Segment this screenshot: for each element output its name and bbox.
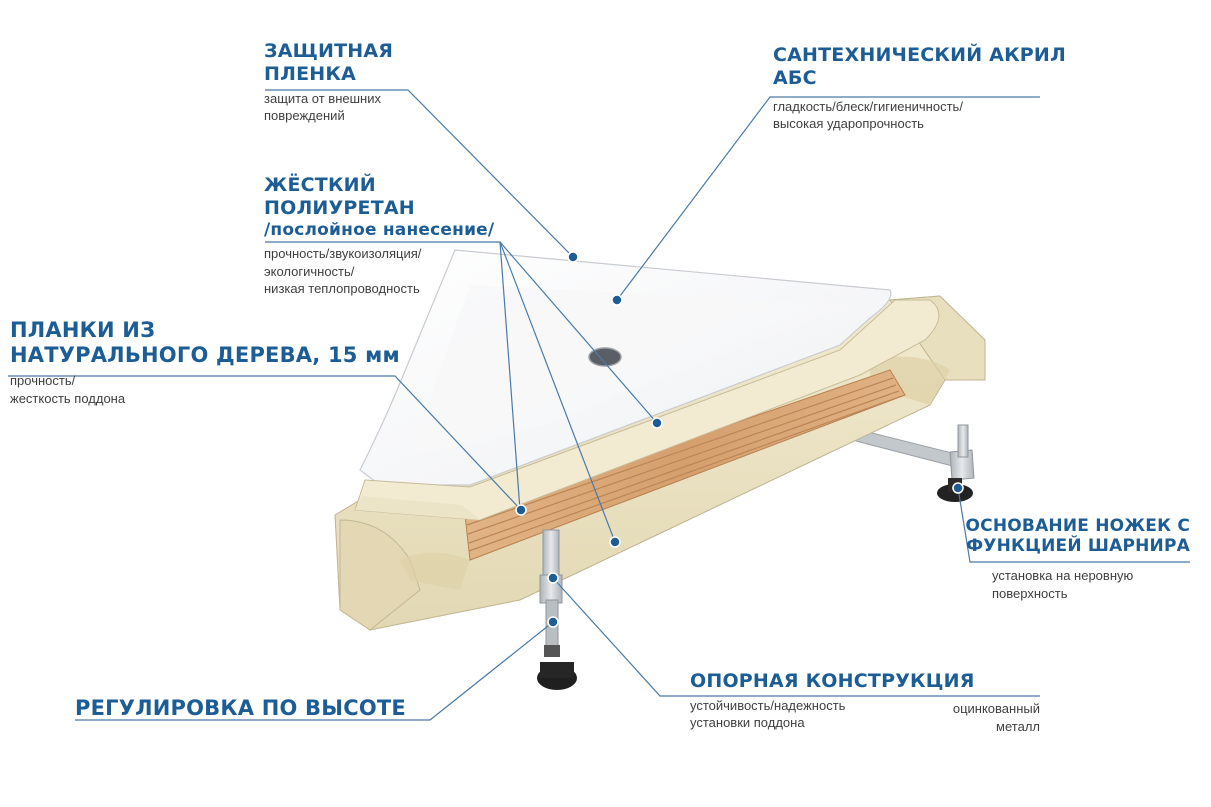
- pu-title-line1: ЖЁСТКИЙ: [264, 174, 376, 196]
- acrylic-desc-line2: высокая ударопрочность: [773, 116, 924, 132]
- pu-desc-line1: прочность/звукоизоляция/: [264, 245, 422, 261]
- height-title: РЕГУЛИРОВКА ПО ВЫСОТЕ: [75, 696, 406, 720]
- film-title-line2: ПЛЕНКА: [264, 62, 356, 85]
- callout-dots: [515, 251, 964, 628]
- label-feet-desc: установка на неровную поверхность: [992, 567, 1133, 602]
- label-wood-planks: ПЛАНКИ ИЗ НАТУРАЛЬНОГО ДЕРЕВА, 15 мм про…: [10, 318, 400, 407]
- acrylic-desc-line1: гладкость/блеск/гигиеничность/: [773, 98, 963, 114]
- label-feet-base: ОСНОВАНИЕ НОЖЕК С ФУНКЦИЕЙ ШАРНИРА: [960, 516, 1190, 557]
- pu-title-line3: /послойное нанесение/: [264, 219, 495, 240]
- acrylic-surface: [354, 249, 940, 521]
- acrylic-title-line1: САНТЕХНИЧЕСКИЙ АКРИЛ: [773, 44, 1067, 66]
- feet-desc-line1: установка на неровную: [992, 568, 1134, 583]
- support-desc-line3: оцинкованный: [952, 701, 1040, 716]
- support-desc-line4: металл: [996, 718, 1040, 734]
- label-support: ОПОРНАЯ КОНСТРУКЦИЯ устойчивость/надежно…: [690, 670, 975, 732]
- leader-lines: [8, 89, 1190, 721]
- pu-title-line2: ПОЛИУРЕТАН: [264, 196, 415, 219]
- acrylic-title-line2: АБС: [773, 66, 817, 89]
- wood-title-line2: НАТУРАЛЬНОГО ДЕРЕВА, 15 мм: [10, 343, 400, 368]
- feet-title-line1: ОСНОВАНИЕ НОЖЕК С: [965, 516, 1190, 536]
- wood-title-line1: ПЛАНКИ ИЗ: [10, 318, 156, 342]
- support-desc-line1: устойчивость/надежность: [690, 697, 846, 713]
- wood-planks: [464, 369, 906, 561]
- feet-desc-line2: поверхность: [992, 585, 1068, 601]
- support-title: ОПОРНАЯ КОНСТРУКЦИЯ: [690, 670, 975, 692]
- film-title-line1: ЗАЩИТНАЯ: [264, 40, 394, 62]
- label-height-adjust: РЕГУЛИРОВКА ПО ВЫСОТЕ: [75, 696, 406, 721]
- feet-title-line2: ФУНКЦИЕЙ ШАРНИРА: [966, 536, 1190, 557]
- wood-desc-line2: жесткость поддона: [10, 390, 126, 406]
- film-desc-line1: защита от внешних: [264, 90, 381, 106]
- support-desc-line2: установки поддона: [690, 715, 805, 731]
- label-acrylic: САНТЕХНИЧЕСКИЙ АКРИЛ АБС гладкость/блеск…: [773, 44, 1066, 133]
- label-polyurethane: ЖЁСТКИЙ ПОЛИУРЕТАН /послойное нанесение/…: [264, 174, 494, 298]
- pu-desc-line3: низкая теплопроводность: [264, 281, 420, 297]
- wood-desc-line1: прочность/: [10, 373, 76, 389]
- pu-desc-line2: экологичность/: [264, 263, 355, 279]
- label-protective-film: ЗАЩИТНАЯ ПЛЕНКА защита от внешних повреж…: [264, 40, 393, 125]
- label-support-metal: оцинкованный металл: [900, 700, 1040, 735]
- film-desc-line2: повреждений: [264, 108, 345, 124]
